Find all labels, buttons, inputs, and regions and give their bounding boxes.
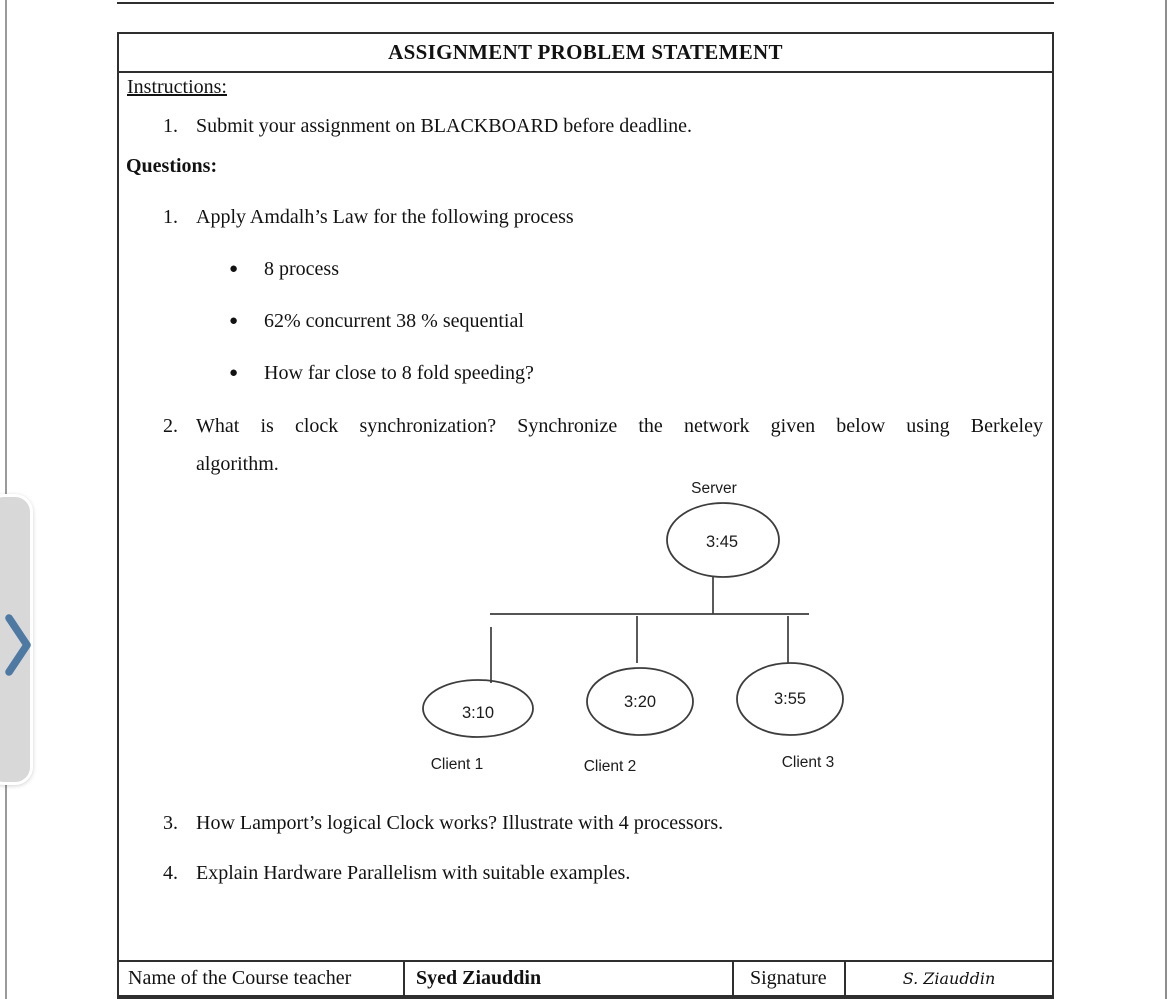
question-item-3: 3. How Lamport’s logical Clock works? Il…: [119, 812, 1049, 838]
bullet-item-2: ● 62% concurrent 38 % sequential: [119, 310, 1049, 336]
bullet-icon: ●: [229, 261, 239, 277]
question-number: 4.: [163, 862, 178, 884]
teacher-name-value: Syed Ziauddin: [416, 967, 542, 989]
server-time: 3:45: [706, 533, 738, 551]
server-label: Server: [691, 480, 737, 497]
bullet-text: 62% concurrent 38 % sequential: [264, 310, 524, 332]
bullet-icon: ●: [229, 313, 239, 329]
client-3-time: 3:55: [774, 690, 806, 708]
signature-script: S. Ziauddin: [902, 969, 996, 988]
client-2-time: 3:20: [624, 693, 656, 711]
bullet-item-1: ● 8 process: [119, 258, 1049, 284]
instruction-item-number: 1.: [163, 115, 178, 137]
assignment-document: ASSIGNMENT PROBLEM STATEMENT Instruction…: [117, 32, 1054, 999]
instructions-heading: Instructions:: [127, 76, 227, 98]
question-item-2: 2. What is clock synchronization? Synchr…: [119, 415, 1049, 495]
bullet-text: 8 process: [264, 258, 339, 280]
document-title-row: ASSIGNMENT PROBLEM STATEMENT: [119, 34, 1052, 73]
question-text: How Lamport’s logical Clock works? Illus…: [196, 812, 724, 834]
client-1-time: 3:10: [462, 704, 494, 722]
teacher-name-label: Name of the Course teacher: [128, 967, 352, 989]
question-text: Apply Amdalh’s Law for the following pro…: [196, 206, 574, 228]
question-number: 3.: [163, 812, 178, 834]
signature-label-cell: Signature: [734, 962, 846, 995]
question-number: 2.: [163, 415, 178, 437]
question-text-line1: What is clock synchronization? Synchroni…: [196, 415, 1043, 437]
client-3-label: Client 3: [782, 754, 835, 771]
berkeley-network-diagram: Server 3:45 3:10 3:20 3:55 Client 1 Clie…: [422, 480, 844, 774]
teacher-name-cell: Syed Ziauddin: [405, 962, 734, 995]
client-1-label: Client 1: [431, 756, 484, 773]
question-item-4: 4. Explain Hardware Parallelism with sui…: [119, 862, 1049, 888]
question-number: 1.: [163, 206, 178, 228]
question-text: Explain Hardware Parallelism with suitab…: [196, 862, 631, 884]
instruction-item-1: 1. Submit your assignment on BLACKBOARD …: [119, 115, 1049, 141]
server-node: [666, 502, 780, 578]
drawer-handle-button[interactable]: [0, 494, 33, 785]
question-text-line2: algorithm.: [196, 453, 279, 475]
question-item-1: 1. Apply Amdalh’s Law for the following …: [119, 206, 1049, 232]
questions-heading: Questions:: [126, 155, 218, 177]
signature-cell: S. Ziauddin: [846, 962, 1052, 995]
chevron-right-icon: [5, 614, 31, 676]
client-2-node: [586, 667, 694, 736]
teacher-name-label-cell: Name of the Course teacher: [119, 962, 405, 995]
teacher-signature-row: Name of the Course teacher Syed Ziauddin…: [119, 960, 1052, 997]
instruction-item-text: Submit your assignment on BLACKBOARD bef…: [196, 115, 693, 137]
client-2-label: Client 2: [584, 758, 637, 774]
bullet-text: How far close to 8 fold speeding?: [264, 362, 534, 384]
client-3-node: [736, 662, 844, 736]
signature-label: Signature: [750, 967, 827, 989]
bullet-item-3: ● How far close to 8 fold speeding?: [119, 362, 1049, 388]
client-1-node: [422, 679, 534, 738]
bullet-icon: ●: [229, 365, 239, 381]
page-title: ASSIGNMENT PROBLEM STATEMENT: [388, 40, 783, 64]
previous-element-rule: [117, 2, 1054, 4]
page-right-edge-line: [1165, 0, 1167, 999]
